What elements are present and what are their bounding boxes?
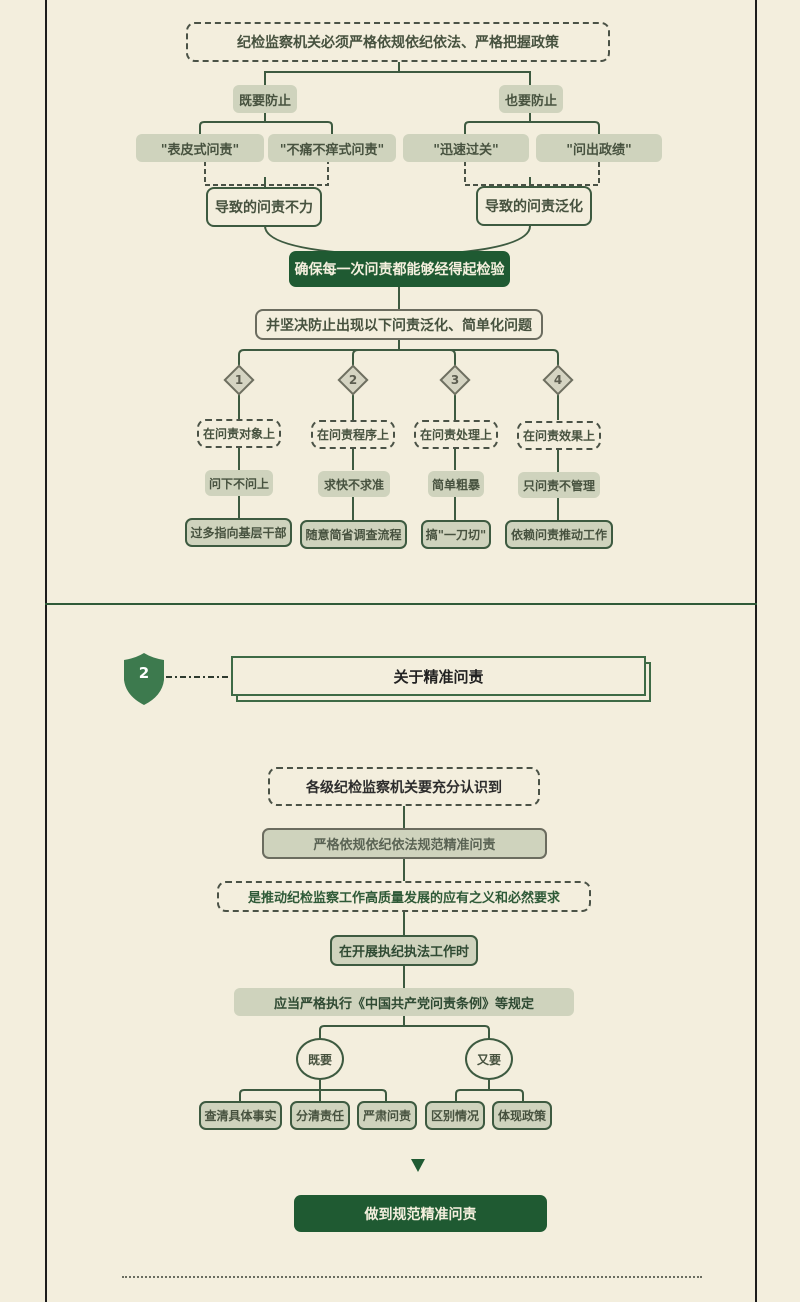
section-number: 2 [138,664,150,682]
problem-aspect-1: 在问责对象上 [197,419,281,448]
step-work-time: 在开展执纪执法工作时 [330,935,478,966]
problem-number-2: 2 [348,373,358,387]
right-branch-label: 也要防止 [499,85,563,113]
right-item-2: "问出政绩" [536,134,662,162]
problem-detail-2: 随意简省调查流程 [300,520,407,549]
problem-detail-3: 搞"一刀切" [421,520,491,549]
right-group-item-2: 体现政策 [492,1101,552,1130]
section-divider [45,603,757,605]
problem-issue-3: 简单粗暴 [428,471,484,497]
prevent-statement: 并坚决防止出现以下问责泛化、简单化问题 [255,309,543,340]
arrow-down-icon [411,1159,425,1172]
problem-aspect-2: 在问责程序上 [311,420,395,449]
step-recognize: 各级纪检监察机关要充分认识到 [268,767,540,806]
problem-number-4: 4 [553,373,563,387]
problem-issue-2: 求快不求准 [318,471,390,497]
problem-aspect-4: 在问责效果上 [517,421,601,450]
problem-number-1: 1 [234,373,244,387]
right-group-label: 又要 [465,1038,513,1080]
problem-number-3: 3 [450,373,460,387]
left-group-item-3: 严肃问责 [357,1101,417,1130]
final-box: 做到规范精准问责 [294,1195,547,1232]
left-item-2: "不痛不痒式问责" [268,134,396,162]
footer-dotted-divider [122,1276,702,1278]
problem-detail-1: 过多指向基层干部 [185,518,292,547]
section-title: 关于精准问责 [231,656,646,696]
step-regulation: 应当严格执行《中国共产党问责条例》等规定 [234,988,574,1016]
step-precise-accountability: 严格依规依纪依法规范精准问责 [262,828,547,859]
right-result: 导致的问责泛化 [476,186,592,226]
shield-badge-icon [124,653,164,705]
problem-issue-1: 问下不问上 [205,470,273,496]
right-item-1: "迅速过关" [403,134,529,162]
right-group-item-1: 区别情况 [425,1101,485,1130]
problem-aspect-3: 在问责处理上 [414,420,498,449]
top-statement: 纪检监察机关必须严格依规依纪依法、严格把握政策 [186,22,610,62]
problem-issue-4: 只问责不管理 [518,472,600,498]
problem-detail-4: 依赖问责推动工作 [505,520,613,549]
step-requirement: 是推动纪检监察工作高质量发展的应有之义和必然要求 [217,881,591,912]
left-group-label: 既要 [296,1038,344,1080]
left-branch-label: 既要防止 [233,85,297,113]
left-group-item-2: 分清责任 [290,1101,350,1130]
page-frame [45,0,757,1302]
left-result: 导致的问责不力 [206,187,322,227]
conclusion-box: 确保每一次问责都能够经得起检验 [289,251,510,287]
left-group-item-1: 查清具体事实 [199,1101,282,1130]
left-item-1: "表皮式问责" [136,134,264,162]
